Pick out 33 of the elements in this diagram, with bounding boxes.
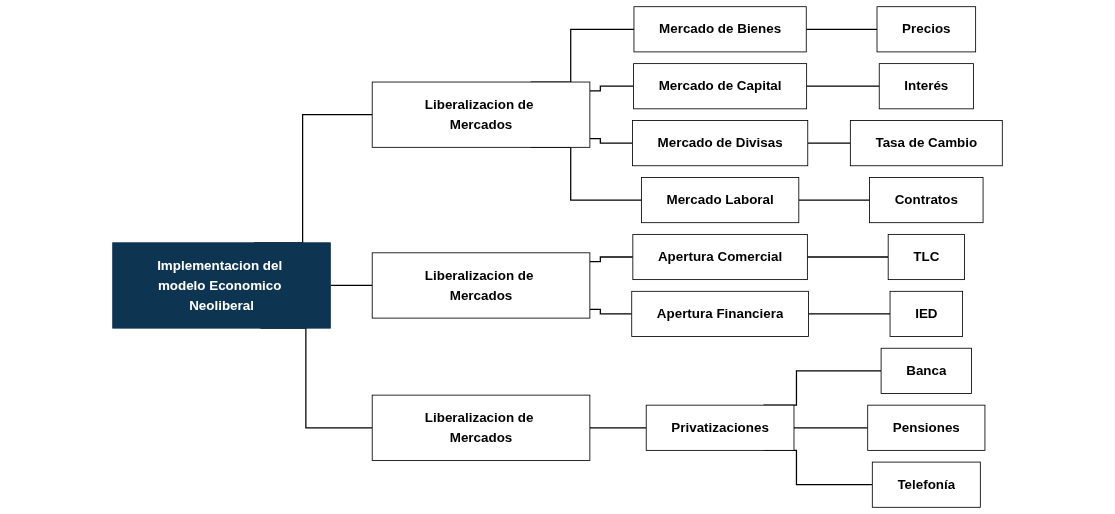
connector	[589, 256, 634, 263]
node-box: Implementacion del modelo Economico Neoliberal	[112, 242, 331, 329]
node-box: Liberalizacion de Mercados	[371, 252, 591, 319]
node-box: Interés	[878, 63, 974, 110]
connector	[807, 313, 891, 315]
node-box: TLC	[887, 234, 965, 281]
node-box: Tasa de Cambio	[849, 120, 1003, 167]
node-box: IED	[889, 290, 963, 337]
node-box: Liberalizacion de Mercados	[371, 394, 591, 461]
node-box: Apertura Comercial	[632, 234, 808, 281]
connector	[805, 28, 878, 30]
connector	[798, 199, 871, 201]
connector	[589, 427, 647, 429]
node-box: Mercado Laboral	[641, 177, 800, 224]
connector	[589, 85, 635, 92]
node-box: Liberalizacion de Mercados	[371, 81, 591, 148]
node-box: Contratos	[869, 177, 984, 224]
connector	[793, 427, 869, 429]
node-box: Privatizaciones	[645, 404, 795, 451]
connector	[807, 142, 851, 144]
connector	[589, 308, 633, 315]
connector	[589, 137, 634, 144]
node-box: Mercado de Bienes	[633, 6, 807, 53]
node-box: Pensiones	[867, 404, 986, 451]
node-box: Apertura Financiera	[631, 290, 809, 337]
connector	[806, 85, 880, 87]
node-box: Mercado de Capital	[633, 63, 808, 110]
node-box: Telefonía	[871, 461, 981, 508]
node-box: Precios	[876, 6, 977, 53]
node-box: Banca	[880, 347, 972, 394]
node-box: Mercado de Divisas	[632, 120, 809, 167]
connector	[806, 256, 889, 258]
connector	[329, 284, 373, 287]
